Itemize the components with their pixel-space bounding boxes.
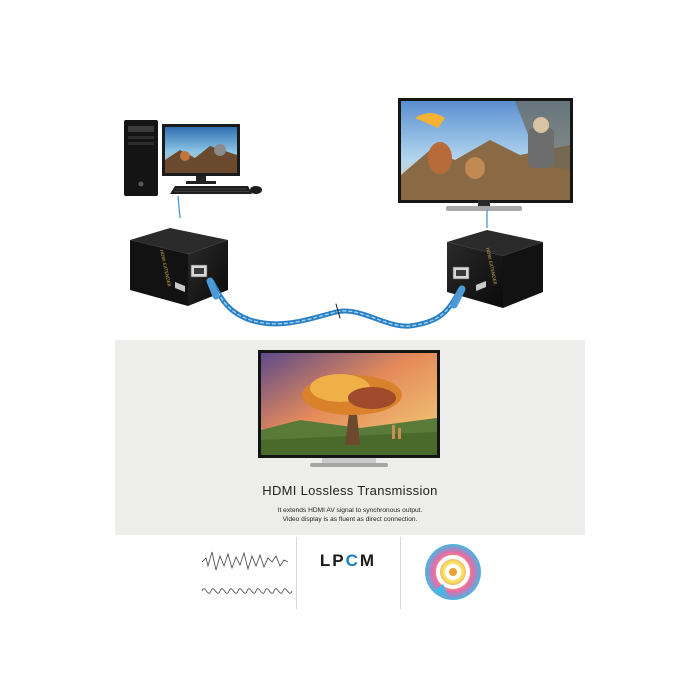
hdmi-lead-cables xyxy=(177,195,488,228)
divider xyxy=(296,537,297,609)
audio-waveform-icon xyxy=(201,551,293,594)
caption-title: HDMI Lossless Transmission xyxy=(262,483,438,498)
desktop-computer-icon xyxy=(124,120,158,196)
color-wheel-icon xyxy=(425,544,481,600)
lpcm-logo-suffix: M xyxy=(359,551,377,570)
tv-icon xyxy=(398,98,573,211)
divider xyxy=(400,537,401,609)
monitor-icon xyxy=(162,124,240,184)
lpcm-logo-prefix: LP xyxy=(319,551,346,570)
panel-tv-icon xyxy=(258,350,440,467)
mouse-icon xyxy=(250,186,262,194)
ethernet-cable-icon xyxy=(206,277,466,329)
lpcm-logo-c: C xyxy=(345,551,360,570)
keyboard-icon xyxy=(170,186,252,194)
caption-line-1: It extends HDMI AV signal to synchronous… xyxy=(277,507,423,514)
caption-line-2: Video display is as fluent as direct con… xyxy=(282,516,418,523)
lpcm-logo: LPCM xyxy=(302,551,394,571)
